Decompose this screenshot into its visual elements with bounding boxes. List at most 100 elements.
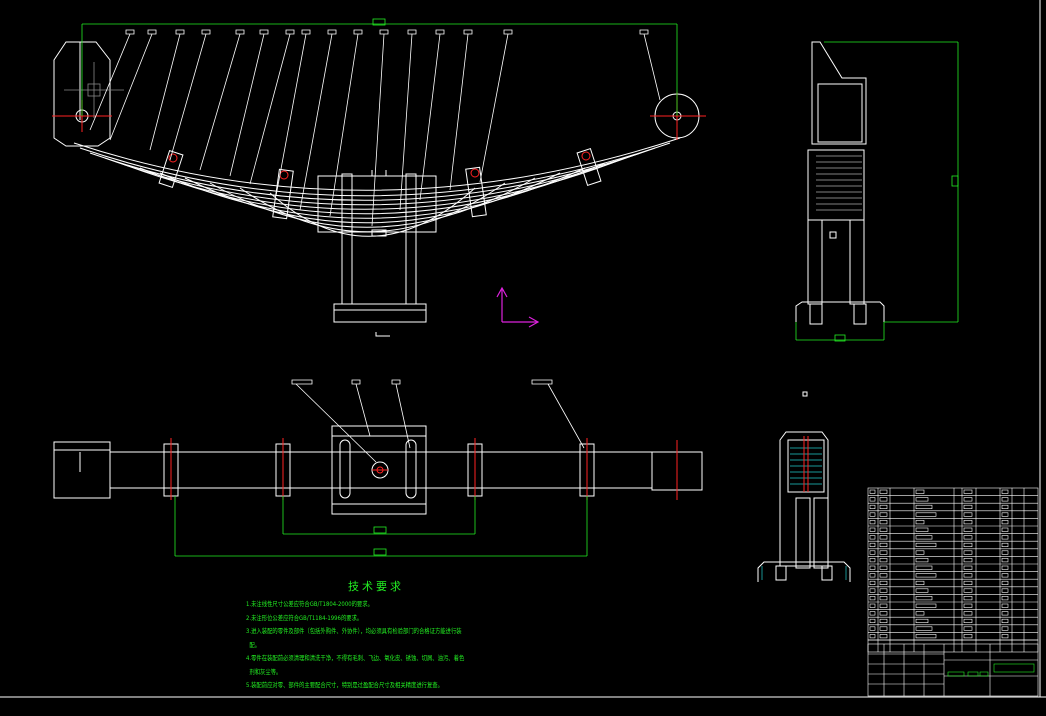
section-nut-left: [775, 565, 787, 581]
side-view-dimensions: [795, 41, 959, 342]
parts-list-cell-mark: [963, 626, 973, 631]
tech-note: 配。: [246, 640, 261, 649]
plan-view-center-marks: [170, 438, 678, 500]
axle-seat-plate: [333, 303, 427, 323]
u-bolt-right-leg: [405, 173, 417, 305]
parts-list-cell-mark: [915, 512, 937, 517]
title-block: [867, 643, 1039, 697]
parts-list-cell-mark: [879, 512, 888, 517]
parts-list-table: [867, 487, 1039, 653]
tech-note: 1.未注线性尺寸公差应符合GB/T1804-2000的要求。: [246, 600, 373, 608]
front-view-dimensions: [81, 18, 678, 116]
parts-list-cell-mark: [915, 504, 933, 510]
parts-list-cell-mark: [963, 512, 973, 517]
parts-list-cell-mark: [915, 520, 925, 525]
parts-list-cell-mark: [869, 527, 876, 532]
tech-note: 2.未注形位公差应符合GB/T1184-1996的要求。: [246, 613, 363, 622]
section-view-label: [802, 391, 808, 397]
parts-list-cell-mark: [879, 565, 888, 570]
parts-list-cell-mark: [915, 580, 925, 586]
tech-note: 5.装配前应对零、部件的主要配合尺寸，特别是过盈配合尺寸及相关精度进行复查。: [246, 681, 443, 689]
parts-list-cell-mark: [1001, 504, 1009, 510]
parts-list-cell-mark: [879, 520, 888, 525]
parts-list-cell-mark: [879, 497, 888, 502]
leaf-7: [159, 167, 586, 219]
side-view: [795, 41, 885, 325]
parts-list-cell-mark: [869, 489, 876, 494]
rebound-clip-1: [158, 150, 184, 188]
rebound-clip-2: [272, 168, 294, 220]
parts-list-cell-mark: [915, 573, 937, 578]
front-view-part-balloons: [89, 29, 661, 227]
plan-clamp-plate: [331, 425, 427, 515]
side-bracket-inner: [817, 83, 863, 143]
center-bolt-top: [371, 170, 387, 176]
parts-list-cell-mark: [1001, 634, 1009, 639]
parts-list-cell-mark: [879, 504, 888, 510]
parts-list-cell-mark: [1001, 558, 1009, 563]
side-nut-right: [853, 303, 867, 325]
parts-list-cell-mark: [963, 588, 973, 593]
parts-list-cell-mark: [1001, 596, 1009, 601]
parts-list-cell-mark: [963, 527, 973, 532]
parts-list-cell-mark: [879, 626, 888, 631]
parts-list-cell-mark: [869, 588, 876, 593]
parts-list-cell-mark: [963, 596, 973, 601]
parts-list-cell-mark: [879, 489, 888, 494]
leaf-1: [73, 137, 681, 191]
u-bolt-left-leg: [341, 173, 353, 305]
parts-list-cell-mark: [915, 634, 937, 639]
section-hatch: [761, 447, 847, 580]
parts-list-cell-mark: [1001, 573, 1009, 578]
parts-list-cell-mark: [879, 588, 888, 593]
ucs-icon: [496, 286, 540, 328]
tech-note: 4.零件在装配前必须清理和清洗干净，不得有毛刺、飞边、氧化皮、锈蚀、切屑、油污、…: [246, 654, 465, 662]
parts-list-cell-mark: [1001, 618, 1009, 624]
side-leaf-pack: [807, 149, 865, 221]
center-clamp-block: [317, 175, 437, 233]
parts-list-cell-mark: [1001, 520, 1009, 525]
side-u-bolt-right: [849, 219, 865, 305]
parts-list-cell-mark: [915, 603, 937, 608]
parts-list-cell-mark: [915, 535, 933, 540]
parts-list-cell-mark: [869, 497, 876, 502]
leaf-8: [184, 172, 561, 224]
parts-list-cell-mark: [963, 573, 973, 578]
section-view: [757, 391, 851, 582]
parts-list-cell-mark: [879, 550, 888, 555]
plan-u-bolt-slot-right: [405, 439, 417, 499]
parts-list-cell-mark: [879, 634, 888, 639]
parts-list-cell-mark: [915, 618, 929, 624]
parts-list-cell-mark: [869, 535, 876, 540]
parts-list-cell-mark: [915, 611, 925, 616]
parts-list-cell-mark: [879, 558, 888, 563]
parts-list-cell-mark: [1001, 497, 1009, 502]
parts-list-cell-mark: [963, 520, 973, 525]
front-view-center-marks: [52, 92, 706, 180]
parts-list-cell-mark: [869, 550, 876, 555]
parts-list-cell-mark: [869, 618, 876, 624]
parts-list-cell-mark: [869, 634, 876, 639]
technical-requirements-list: 1.未注线性尺寸公差应符合GB/T1804-2000的要求。 2.未注形位公差应…: [246, 598, 546, 693]
leaf-11: [269, 187, 476, 237]
parts-list-cell-mark: [1001, 626, 1009, 631]
parts-list-cell-mark: [915, 497, 929, 502]
rebound-clip-4: [576, 148, 602, 186]
side-axle-seat: [795, 301, 885, 322]
parts-list-cell-mark: [1001, 535, 1009, 540]
parts-list-cell-mark: [915, 527, 929, 532]
section-leaf-block: [787, 439, 825, 493]
section-center-marks: [803, 436, 809, 492]
technical-requirements-title: 技术要求: [348, 580, 404, 593]
parts-list-cell-mark: [879, 618, 888, 624]
parts-list-cell-mark: [869, 520, 876, 525]
leaf-2: [79, 142, 671, 197]
parts-list-cell-mark: [963, 618, 973, 624]
plan-u-bolt-slot-left: [339, 439, 351, 499]
parts-list-cell-mark: [869, 596, 876, 601]
parts-list-cell-mark: [963, 580, 973, 586]
parts-list-header: [867, 639, 1039, 653]
parts-list-cell-mark: [1001, 542, 1009, 548]
side-u-bolt-left: [807, 219, 823, 305]
